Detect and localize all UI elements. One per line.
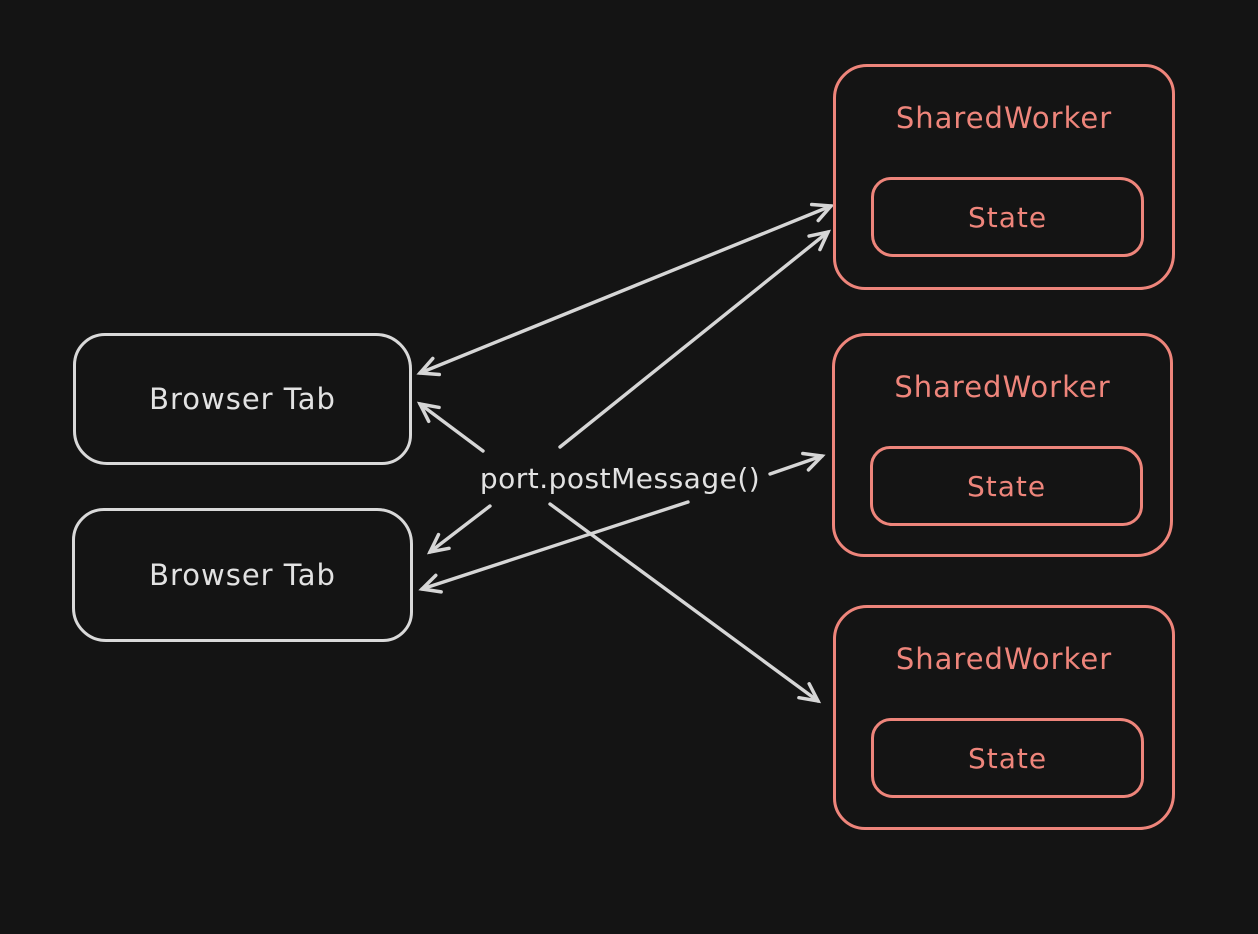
shared-worker-1-state-label: State <box>967 200 1048 234</box>
arrow-tab1-worker1-bidirectional <box>416 202 835 377</box>
arrow-label-to-tab2-long <box>418 500 690 594</box>
shared-worker-3-state-label: State <box>967 741 1048 775</box>
shared-worker-2-box: SharedWorker State <box>832 333 1173 557</box>
shared-worker-2-state-box: State <box>870 446 1143 526</box>
shared-worker-1-title: SharedWorker <box>895 101 1113 135</box>
post-message-label: port.postMessage() <box>479 461 761 495</box>
arrow-label-to-worker3 <box>548 502 822 704</box>
shared-worker-3-box: SharedWorker State <box>833 605 1175 830</box>
shared-worker-1-state-box: State <box>871 177 1144 257</box>
shared-worker-3-state-box: State <box>871 718 1144 798</box>
browser-tab-1-box: Browser Tab <box>73 333 412 465</box>
browser-tab-1-label: Browser Tab <box>149 382 336 416</box>
shared-worker-2-state-label: State <box>966 469 1047 503</box>
shared-worker-3-title: SharedWorker <box>895 642 1113 676</box>
shared-worker-2-title: SharedWorker <box>894 370 1111 404</box>
arrow-label-to-worker1 <box>558 229 832 449</box>
arrow-label-to-worker2 <box>768 451 826 476</box>
arrow-label-to-tab2-short <box>426 504 492 555</box>
browser-tab-2-box: Browser Tab <box>72 508 413 642</box>
browser-tab-2-label: Browser Tab <box>149 558 336 592</box>
arrow-label-to-tab1 <box>416 401 485 453</box>
shared-worker-1-box: SharedWorker State <box>833 64 1175 290</box>
